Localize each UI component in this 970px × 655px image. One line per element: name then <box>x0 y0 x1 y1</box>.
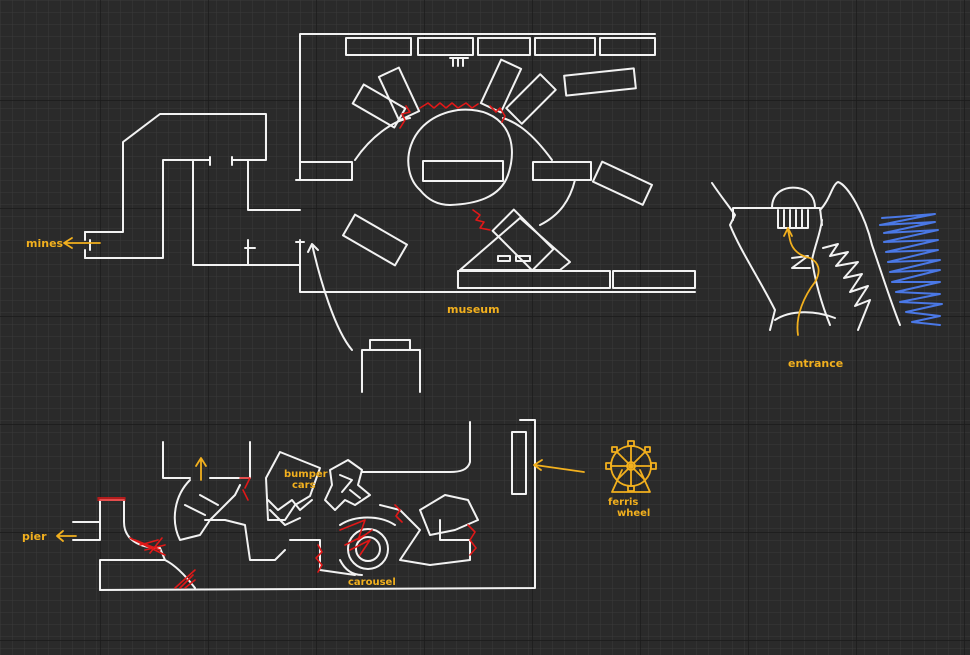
ride-building <box>419 494 479 536</box>
display-case <box>477 37 531 56</box>
museum-label: museum <box>447 303 500 316</box>
wheel-label: wheel <box>617 508 650 519</box>
display-case <box>491 208 555 272</box>
annex-wall <box>84 113 267 259</box>
display-case <box>612 270 696 289</box>
door-marks <box>209 156 305 249</box>
annex-exit <box>84 231 91 259</box>
display-case <box>505 73 557 125</box>
cave-gate <box>777 209 809 229</box>
cave-area <box>711 181 943 336</box>
carousel-center <box>355 536 381 562</box>
carousel-label: carousel <box>348 577 396 588</box>
annex-corridor <box>192 159 301 266</box>
ring-walls <box>354 117 576 226</box>
ride-track <box>173 479 241 541</box>
blocked-path <box>97 497 126 501</box>
pier-label: pier <box>22 530 47 543</box>
blocked-area <box>339 519 373 556</box>
carousel-ring <box>347 528 389 570</box>
bumper-cars-arena <box>265 451 321 521</box>
display-case <box>599 37 656 56</box>
museum-outer-wall <box>299 33 696 293</box>
cliff-right <box>819 181 901 326</box>
cars-label: cars <box>292 480 316 491</box>
inner-wall <box>164 519 286 589</box>
display-case <box>532 161 592 181</box>
blocked-path <box>315 544 323 573</box>
entrance-label: entrance <box>788 357 843 370</box>
park-area <box>56 419 657 591</box>
park-outer-wall <box>99 419 536 591</box>
blocked-path <box>399 102 506 129</box>
carousel-wall <box>339 516 396 576</box>
museum-area <box>84 33 696 393</box>
zigzag-path <box>822 243 871 331</box>
entrance-arrow <box>307 243 353 351</box>
blocked-path <box>239 477 251 501</box>
pier-arrow-icon <box>56 530 77 542</box>
water-waves <box>879 213 943 326</box>
small-stairs <box>449 57 469 67</box>
blocked-area <box>129 537 166 556</box>
cave-arch <box>771 186 816 209</box>
blocked-path <box>472 209 491 231</box>
display-case <box>534 37 596 56</box>
ferris-label: ferris <box>608 497 638 508</box>
park-gate <box>511 431 527 495</box>
cave-steps <box>774 255 836 321</box>
mines-arrow-icon <box>63 237 101 249</box>
display-case <box>351 83 407 129</box>
display-case <box>345 37 412 56</box>
display-case <box>342 213 408 267</box>
mines-label: mines <box>26 237 64 250</box>
blocked-path <box>394 504 477 556</box>
bumper-cars-track <box>267 499 313 526</box>
ferris-wheel-icon <box>605 440 657 493</box>
pier-corridor <box>72 499 166 591</box>
display-case <box>457 270 611 289</box>
display-case <box>299 161 353 181</box>
gate-arrow-icon <box>533 459 585 473</box>
central-ring <box>407 108 513 206</box>
maze-block <box>324 459 371 511</box>
bumper-label: bumper <box>284 469 328 480</box>
central-display <box>422 160 504 182</box>
north-arrow-icon <box>195 457 207 481</box>
blocked-area <box>174 569 196 589</box>
pyramid-window <box>497 255 511 262</box>
display-case <box>417 37 474 56</box>
maze-inner <box>339 474 361 499</box>
cave-wall <box>711 182 776 331</box>
display-case <box>563 67 637 97</box>
entrance-door <box>369 339 411 351</box>
display-case <box>591 160 654 206</box>
entrance-path-arrow-icon <box>783 227 820 336</box>
